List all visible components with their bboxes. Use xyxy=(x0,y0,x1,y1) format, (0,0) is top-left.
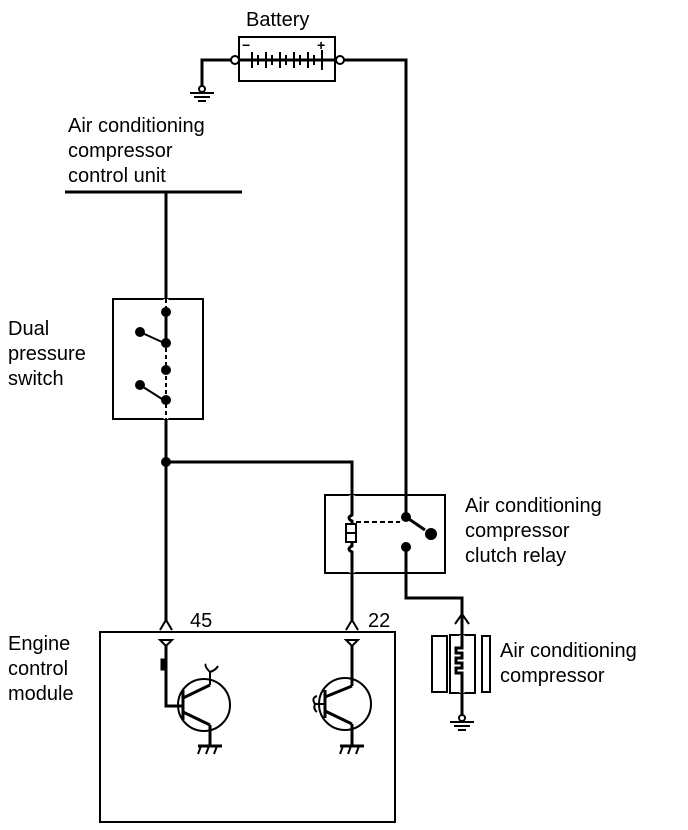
pin-22-label: 22 xyxy=(368,610,390,632)
ground-icon xyxy=(190,85,214,102)
dual-switch-label-3: switch xyxy=(8,368,64,390)
relay-label-2: compressor xyxy=(465,520,570,542)
battery-positive: + xyxy=(317,37,325,53)
compressor-label-1: Air conditioning xyxy=(500,640,637,662)
ecm-label-2: control xyxy=(8,658,68,680)
control-unit-label-3: control unit xyxy=(68,165,166,187)
dual-switch-label-1: Dual xyxy=(8,318,49,340)
ecm-box xyxy=(99,631,396,823)
compressor-clutch xyxy=(431,612,491,695)
pin-45-label: 45 xyxy=(190,610,212,632)
battery-label: Battery xyxy=(246,9,309,31)
relay-label-1: Air conditioning xyxy=(465,495,602,517)
relay-label-3: clutch relay xyxy=(465,545,566,567)
transistor-45 xyxy=(160,646,231,755)
ecm-label-3: module xyxy=(8,683,74,705)
ecm-label-1: Engine xyxy=(8,633,70,655)
battery-negative: − xyxy=(242,37,250,53)
transistor-22 xyxy=(312,646,372,755)
dual-pressure-switch xyxy=(112,292,204,426)
control-unit-label-1: Air conditioning xyxy=(68,115,205,137)
ground-icon xyxy=(450,714,474,731)
clutch-relay xyxy=(324,494,446,574)
battery-symbol: − + xyxy=(230,36,345,82)
dual-switch-label-2: pressure xyxy=(8,343,86,365)
compressor-label-2: compressor xyxy=(500,665,605,687)
control-unit-label-2: compressor xyxy=(68,140,173,162)
